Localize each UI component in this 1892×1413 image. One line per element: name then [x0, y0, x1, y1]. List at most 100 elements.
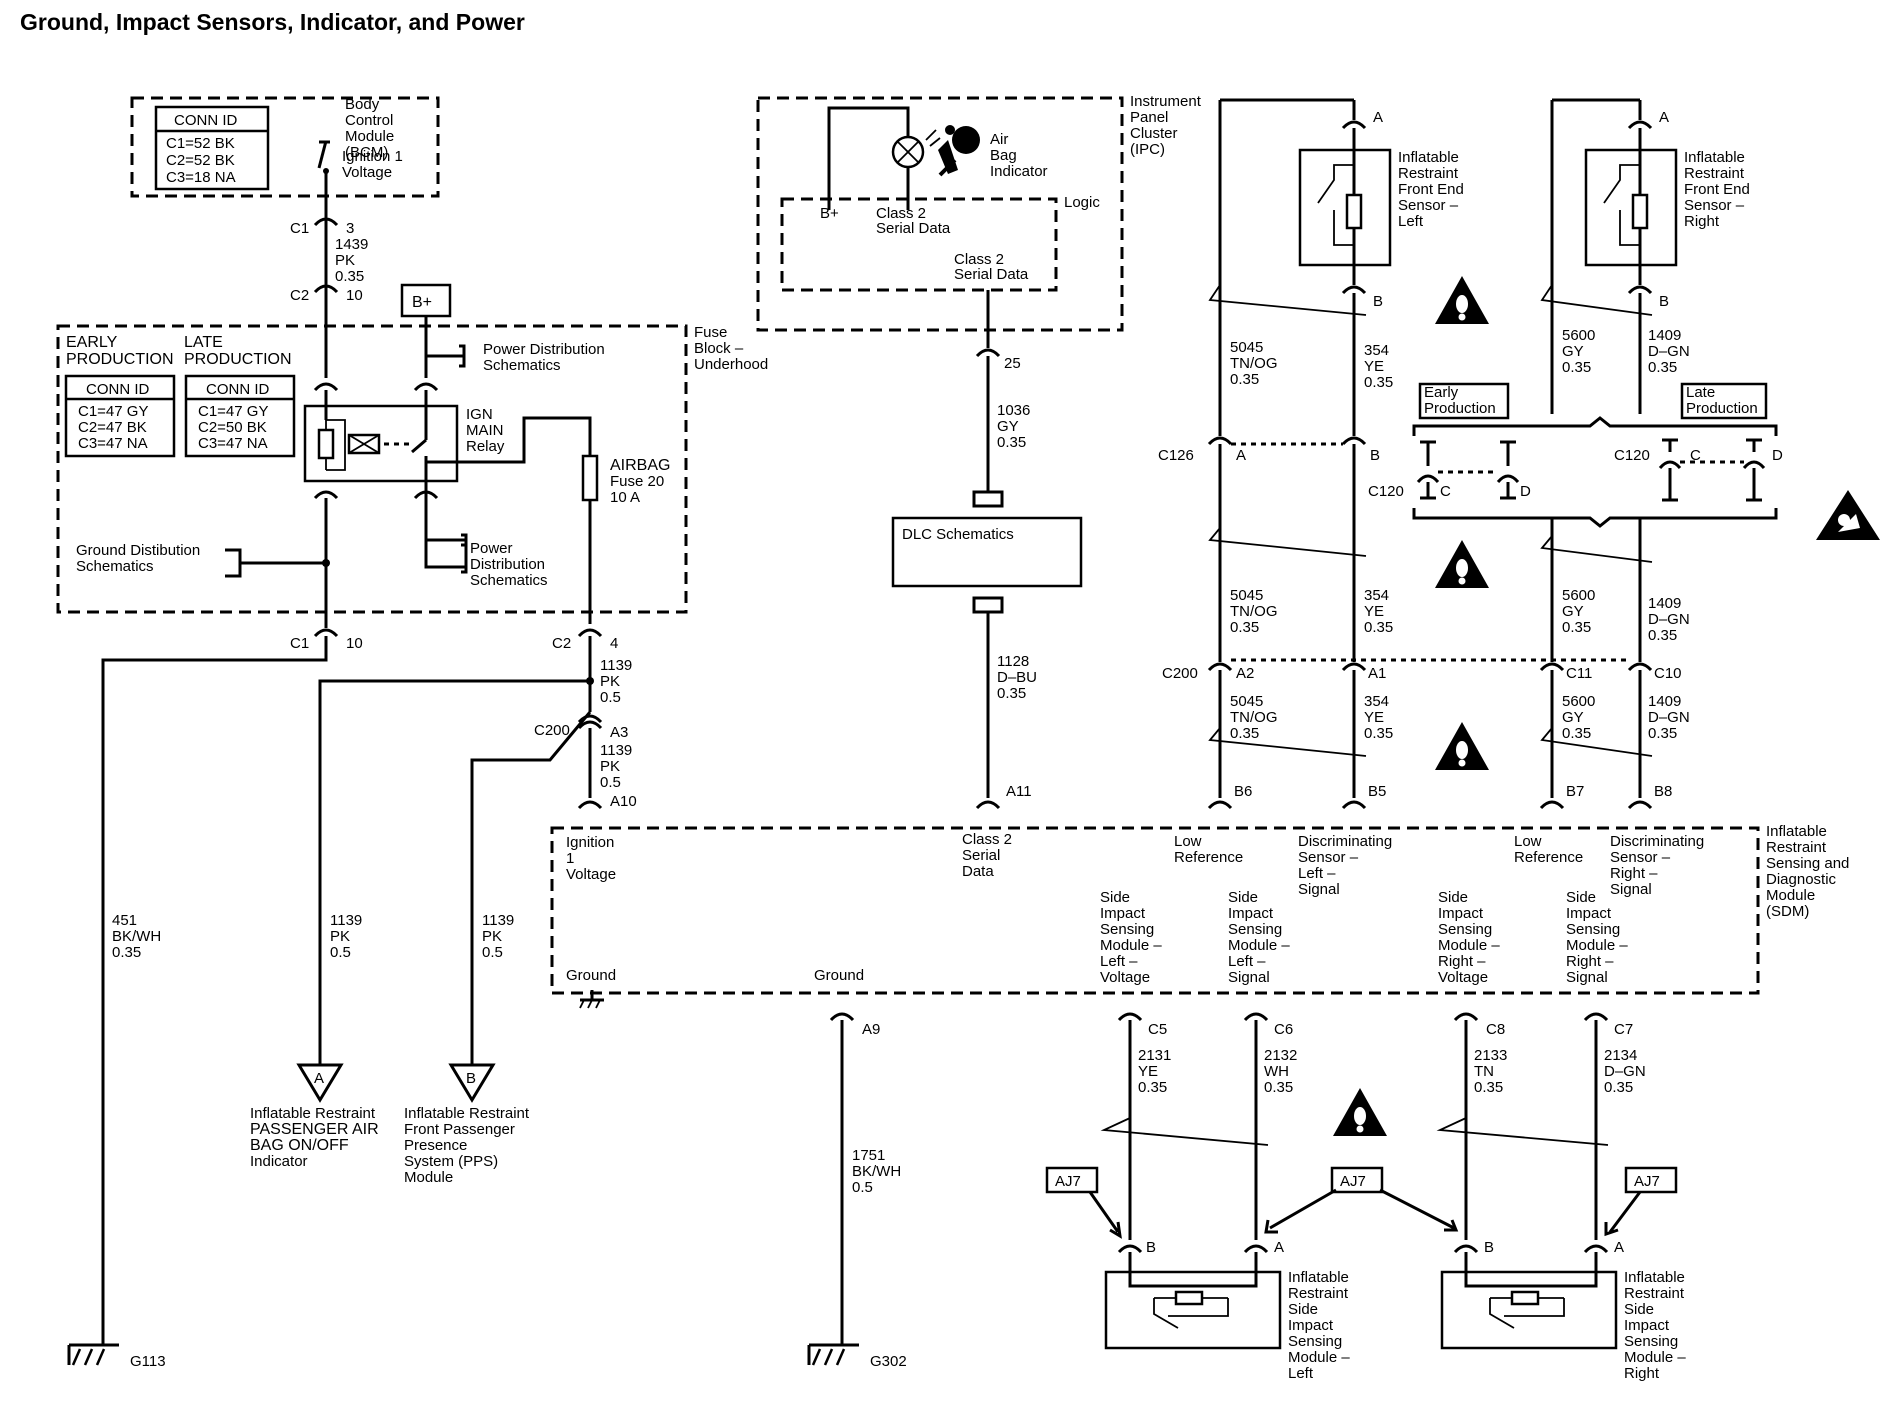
early-conn-table — [64, 374, 176, 458]
sdm-pin-label: Side — [1228, 889, 1258, 906]
conn-label: B — [1370, 447, 1380, 464]
sdm-pin-label: Data — [962, 863, 994, 880]
sdm-pin-label: Signal — [1566, 969, 1608, 986]
sdm-pin-label: Sensing — [1566, 921, 1620, 938]
wire-label: D–GN — [1648, 343, 1690, 360]
wire-label: 0.5 — [482, 944, 503, 961]
conn-label: A — [1614, 1239, 1624, 1256]
wire-label: 5045 — [1230, 587, 1263, 604]
bcm-conn-row: C1=52 BK — [166, 135, 235, 152]
conn-label: 4 — [610, 635, 618, 652]
power-dist-label: Power Distribution — [483, 341, 605, 358]
wire-label: YE — [1138, 1063, 1158, 1080]
sdm-pin-label: Sensor – — [1298, 849, 1359, 866]
serial-label: Serial Data — [876, 220, 951, 237]
sdm-pin-label: Impact — [1228, 905, 1274, 922]
conn-label: C1 — [290, 635, 309, 652]
dlc-box[interactable] — [891, 516, 1083, 588]
wire-label: 0.5 — [852, 1179, 873, 1196]
wire-label: 0.5 — [600, 774, 621, 791]
page-title: Ground, Impact Sensors, Indicator, and P… — [20, 9, 525, 35]
sensor-label: Side — [1624, 1301, 1654, 1318]
power-dist-label: Schematics — [483, 357, 561, 374]
chassis-ground-icon — [579, 990, 604, 1009]
sdm-pin-label: Side — [1566, 889, 1596, 906]
conn-label: A3 — [610, 724, 628, 741]
wire-label: 0.35 — [1230, 371, 1259, 388]
wire-label: 0.35 — [1230, 619, 1259, 636]
bcm-conn-row: C2=52 BK — [166, 152, 235, 169]
wire-label: 1139 — [600, 742, 632, 759]
wire-label: 0.35 — [112, 944, 141, 961]
sdm-pin-label: Sensing — [1438, 921, 1492, 938]
serial-label: Serial Data — [954, 266, 1029, 283]
wire-label: BK/WH — [112, 928, 161, 945]
sdm-pin-label: Impact — [1438, 905, 1484, 922]
lamp-icon — [891, 129, 941, 169]
fuse-block-label: Underhood — [694, 356, 768, 373]
conn-label: B — [1373, 293, 1383, 310]
sdm-pin-label: Module – — [1100, 937, 1162, 954]
fuse-block-label: Block – — [694, 340, 744, 357]
conn-label: C2 — [290, 287, 309, 304]
wire-label: 1139 — [482, 912, 514, 929]
ipc-bplus-label: B+ — [820, 205, 839, 222]
wire-label: 0.35 — [1562, 725, 1591, 742]
conn-label: 10 — [346, 635, 363, 652]
sensor-label: Sensing — [1624, 1333, 1678, 1350]
aj7-box — [1624, 1166, 1678, 1194]
wire-label: 5600 — [1562, 327, 1595, 344]
sdm-pin-label: Right – — [1610, 865, 1658, 882]
wire-label: 0.35 — [335, 268, 364, 285]
conn-label: A1 — [1368, 665, 1386, 682]
wire-label: 1139 — [600, 657, 632, 674]
sdm-pin-label: Impact — [1100, 905, 1146, 922]
wire-label: PK — [330, 928, 350, 945]
ipc-label: Instrument — [1130, 93, 1202, 110]
wire-label: 2134 — [1604, 1047, 1637, 1064]
wire-label: 5600 — [1562, 587, 1595, 604]
conn-label: A — [1236, 447, 1246, 464]
sensor-label: Side — [1288, 1301, 1318, 1318]
sdm-pin-label: Sensor – — [1610, 849, 1671, 866]
wire-label: YE — [1364, 709, 1384, 726]
sdm-pin-label: Low — [1174, 833, 1202, 850]
aj7-box — [1330, 1166, 1384, 1194]
conn-label: C — [1690, 447, 1701, 464]
sdm-label: Inflatable — [1766, 823, 1827, 840]
conn-label: B — [1146, 1239, 1156, 1256]
power-dist-label: Power — [470, 540, 513, 557]
conn-label: C11 — [1566, 665, 1592, 682]
sdm-pin-label: Ignition — [566, 834, 614, 851]
wire-label: 0.35 — [1364, 374, 1393, 391]
conn-label: C6 — [1274, 1021, 1293, 1038]
wire-label: 0.35 — [1138, 1079, 1167, 1096]
wire-label: 0.5 — [600, 689, 621, 706]
wire-label: 1139 — [330, 912, 362, 929]
ground-dist-label: Ground Distibution — [76, 542, 200, 559]
conn-row: C1=47 GY — [198, 403, 268, 420]
serial-label: Class 2 — [954, 251, 1004, 268]
wire-label: 0.35 — [1562, 619, 1591, 636]
wire-label: 1439 — [335, 236, 368, 253]
sensor-label: Sensing — [1288, 1333, 1342, 1350]
aj7-label: AJ7 — [1055, 1173, 1081, 1190]
conn-label: 10 — [346, 287, 363, 304]
wire-label: 2133 — [1474, 1047, 1507, 1064]
offpage-label: Presence — [404, 1137, 467, 1154]
offpage-ref-a[interactable] — [296, 1063, 344, 1103]
wire-label: TN/OG — [1230, 603, 1278, 620]
ignition-switch-icon — [317, 140, 330, 174]
wire-label: 0.35 — [997, 434, 1026, 451]
wire-label: 0.35 — [1474, 1079, 1503, 1096]
airbag-symbol-icon — [938, 125, 980, 177]
wire-label: 354 — [1364, 342, 1389, 359]
wire-label: PK — [600, 673, 620, 690]
sdm-label: (SDM) — [1766, 903, 1809, 920]
relay-label: Relay — [466, 438, 505, 455]
wire-label: 0.35 — [1648, 627, 1677, 644]
sdm-pin-label: Right – — [1566, 953, 1614, 970]
offpage-ref-b[interactable] — [448, 1063, 496, 1103]
sensor-label: Right — [1684, 213, 1720, 230]
